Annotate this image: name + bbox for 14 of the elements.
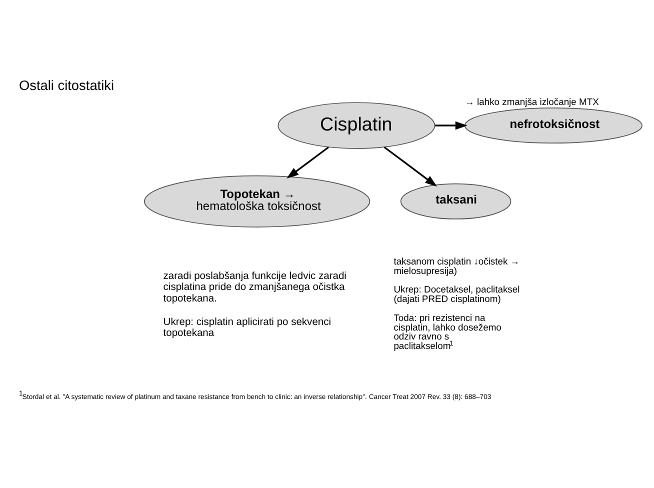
node-label: taksanom cisplatin ↓očistek → mielosupresija) [394, 254, 520, 276]
node-label: → lahko zmanjša izločanje MTX [465, 96, 599, 107]
node-ellipse: Cisplatin [278, 102, 436, 148]
node-ellipse: Topotekan → hematološka toksičnost [144, 174, 370, 227]
arrow [286, 146, 330, 178]
node-label: Ukrep: Docetaksel, paclitaksel (dajati PRED cisplatinom) [394, 283, 520, 304]
label: zaradi poslabšanja funkcije ledvic zaradi cisplatina pride do zmanjšanega očistka topotekana. [163, 270, 346, 304]
node-label: Toda: pri rezistenci na cisplatin, lahko dosežemo odziv ravno s paclitakselom$^{1}$ [394, 311, 502, 351]
node-ellipse: nefrotoksičnost [464, 107, 643, 144]
label: Ukrep: cisplatin aplicirati po sekvenci topotekana [163, 316, 332, 338]
node-ellipse: taksani [400, 182, 512, 219]
arrow [434, 120, 468, 130]
arrow [384, 146, 438, 186]
diagram-title: Ostali citostatiki [18, 77, 114, 92]
